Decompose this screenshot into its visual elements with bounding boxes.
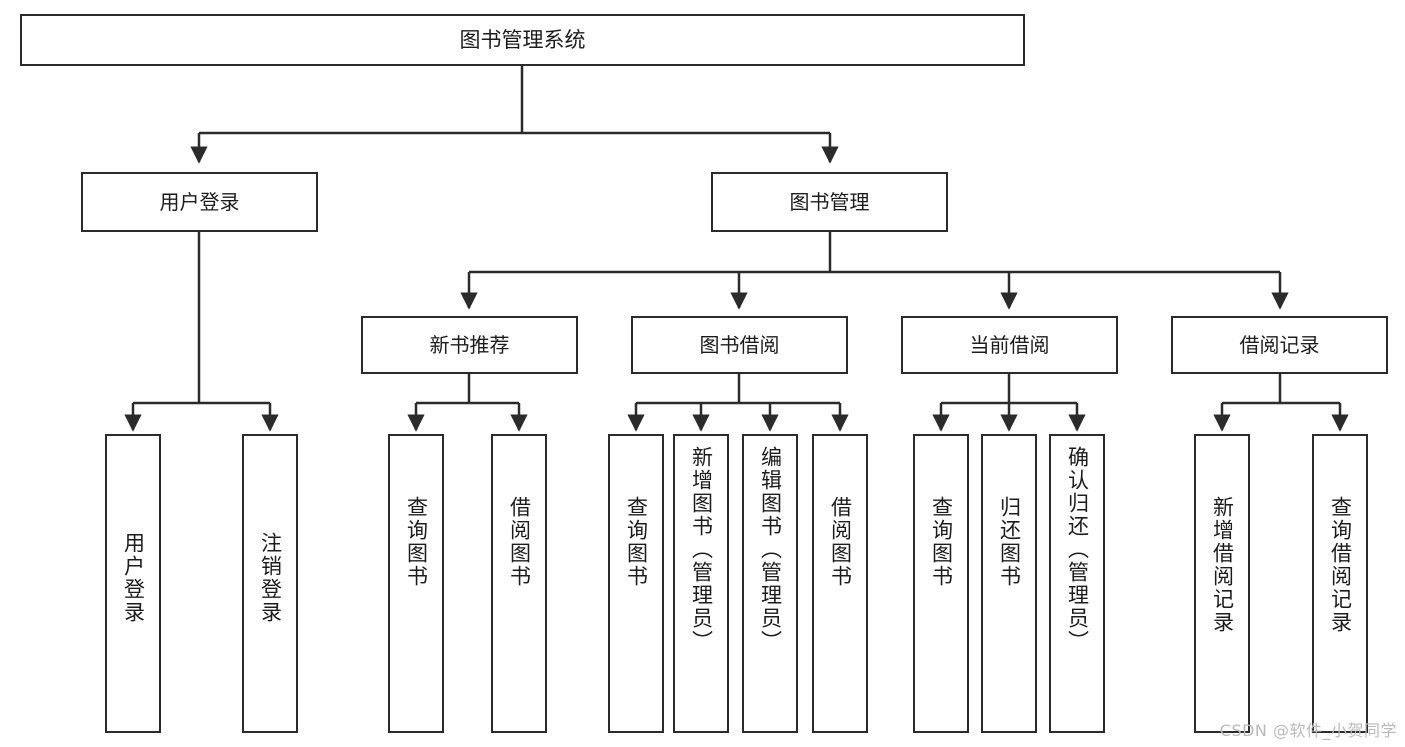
node-label: 查询图书 [929,496,954,588]
node-label: 注销登录 [258,532,283,624]
node-label: 查询图书 [624,496,649,588]
node-label: 图书管理系统 [459,27,586,52]
leaf-query-books-borrow[interactable]: 查询图书 [608,434,664,733]
leaf-query-borrow-record[interactable]: 查询借阅记录 [1312,434,1368,733]
node-label: 归还图书 [997,496,1022,588]
leaf-return-books[interactable]: 归还图书 [981,434,1037,733]
node-new-book-recommendation[interactable]: 新书推荐 [361,316,578,374]
node-label: 新增借阅记录 [1210,496,1235,634]
node-label: 编辑图书（管理员） [758,446,783,653]
leaf-edit-book-admin[interactable]: 编辑图书（管理员） [742,434,798,733]
node-current-borrowing[interactable]: 当前借阅 [901,316,1118,374]
node-user-login[interactable]: 用户登录 [81,172,318,232]
node-root-book-management-system[interactable]: 图书管理系统 [20,14,1025,66]
leaf-query-books-current[interactable]: 查询图书 [913,434,969,733]
leaf-logout-login[interactable]: 注销登录 [242,434,298,733]
node-label: 图书管理 [789,189,870,214]
leaf-borrow-books[interactable]: 借阅图书 [812,434,868,733]
node-label: 借阅记录 [1239,332,1320,357]
leaf-add-borrow-record[interactable]: 新增借阅记录 [1194,434,1250,733]
leaf-confirm-return-admin[interactable]: 确认归还（管理员） [1049,434,1105,733]
node-label: 图书借阅 [699,332,780,357]
node-label: 当前借阅 [969,332,1050,357]
node-label: 新增图书（管理员） [689,446,714,653]
leaf-add-book-admin[interactable]: 新增图书（管理员） [673,434,729,733]
node-borrow-records[interactable]: 借阅记录 [1171,316,1388,374]
node-label: 借阅图书 [507,496,532,588]
node-label: 查询借阅记录 [1328,496,1353,634]
leaf-borrow-books-recommend[interactable]: 借阅图书 [491,434,547,733]
node-label: 新书推荐 [429,332,510,357]
leaf-user-login[interactable]: 用户登录 [105,434,161,733]
node-label: 用户登录 [159,189,240,214]
node-book-borrowing[interactable]: 图书借阅 [631,316,848,374]
node-label: 查询图书 [404,496,429,588]
csdn-watermark: CSDN @软件_小贺同学 [1219,721,1397,740]
node-label: 确认归还（管理员） [1065,446,1090,653]
node-label: 用户登录 [121,532,146,624]
leaf-query-books-recommend[interactable]: 查询图书 [388,434,444,733]
node-label: 借阅图书 [828,496,853,588]
node-book-management[interactable]: 图书管理 [711,172,948,232]
